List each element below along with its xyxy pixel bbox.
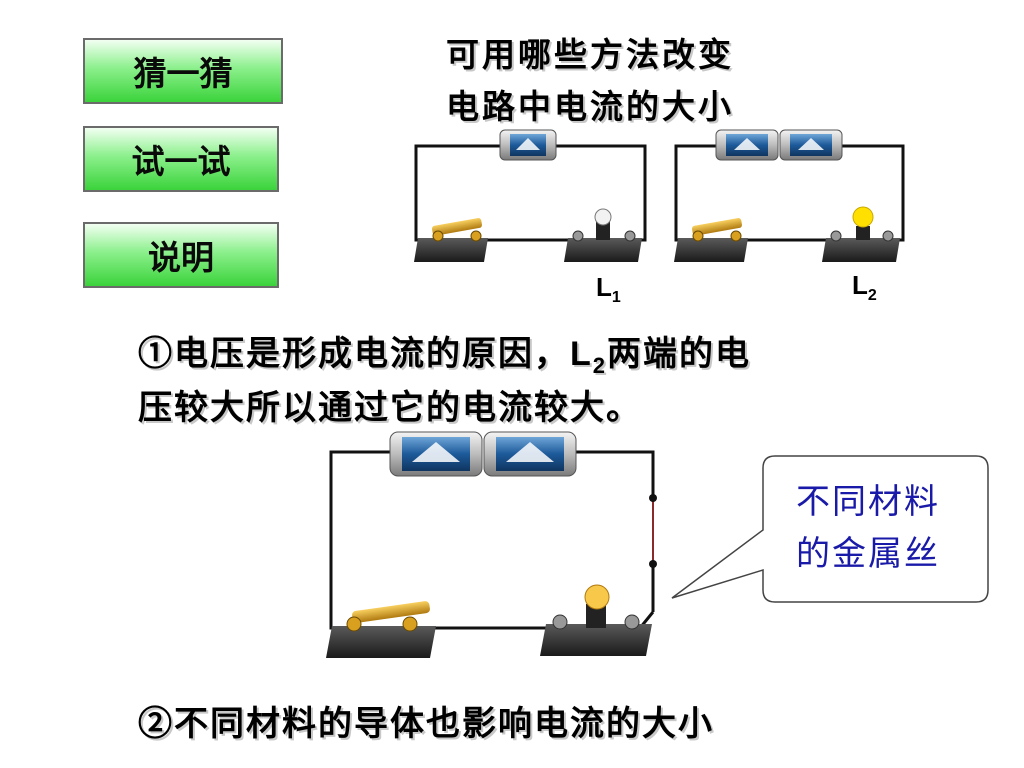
label-l2: L2	[852, 270, 877, 305]
callout-bubble	[671, 455, 989, 603]
battery-3a	[389, 431, 483, 477]
lamp-holder-2	[822, 226, 900, 262]
guess-button[interactable]: 猜一猜	[83, 38, 283, 104]
battery-3b	[483, 431, 577, 477]
explain-button[interactable]: 说明	[83, 222, 279, 288]
explanation-1-line-1: ①电压是形成电流的原因，L2两端的电	[138, 334, 752, 378]
switch-3	[326, 601, 436, 658]
explanation-1-line-2: 压较大所以通过它的电流较大。	[138, 388, 642, 428]
lamp-holder-3	[540, 604, 652, 656]
guess-button-label: 猜一猜	[133, 54, 233, 93]
metal-wire	[649, 494, 657, 568]
circuit-3	[326, 431, 657, 658]
callout-line-1: 不同材料	[796, 482, 940, 522]
callout-text: 不同材料 的金属丝	[768, 476, 968, 580]
question-line-1: 可用哪些方法改变	[446, 35, 734, 74]
switch-1	[414, 218, 488, 262]
explanation-2: ②不同材料的导体也影响电流的大小	[138, 704, 714, 744]
label-l1: L1	[596, 272, 621, 307]
try-button-label: 试一试	[131, 142, 231, 181]
battery-1	[499, 129, 557, 161]
battery-2b	[779, 129, 843, 161]
switch-2	[674, 218, 748, 262]
callout-line-2: 的金属丝	[796, 534, 940, 574]
bulb-l1	[594, 208, 612, 226]
try-button[interactable]: 试一试	[83, 126, 279, 192]
circuit-1	[414, 129, 647, 262]
battery-2a	[715, 129, 779, 161]
circuit-2	[674, 129, 905, 262]
bulb-l3	[584, 584, 610, 610]
bulb-l2	[852, 206, 874, 228]
lamp-holder-1	[564, 222, 642, 262]
explain-button-label: 说明	[148, 238, 214, 277]
question-line-2: 电路中电流的大小	[446, 87, 734, 126]
